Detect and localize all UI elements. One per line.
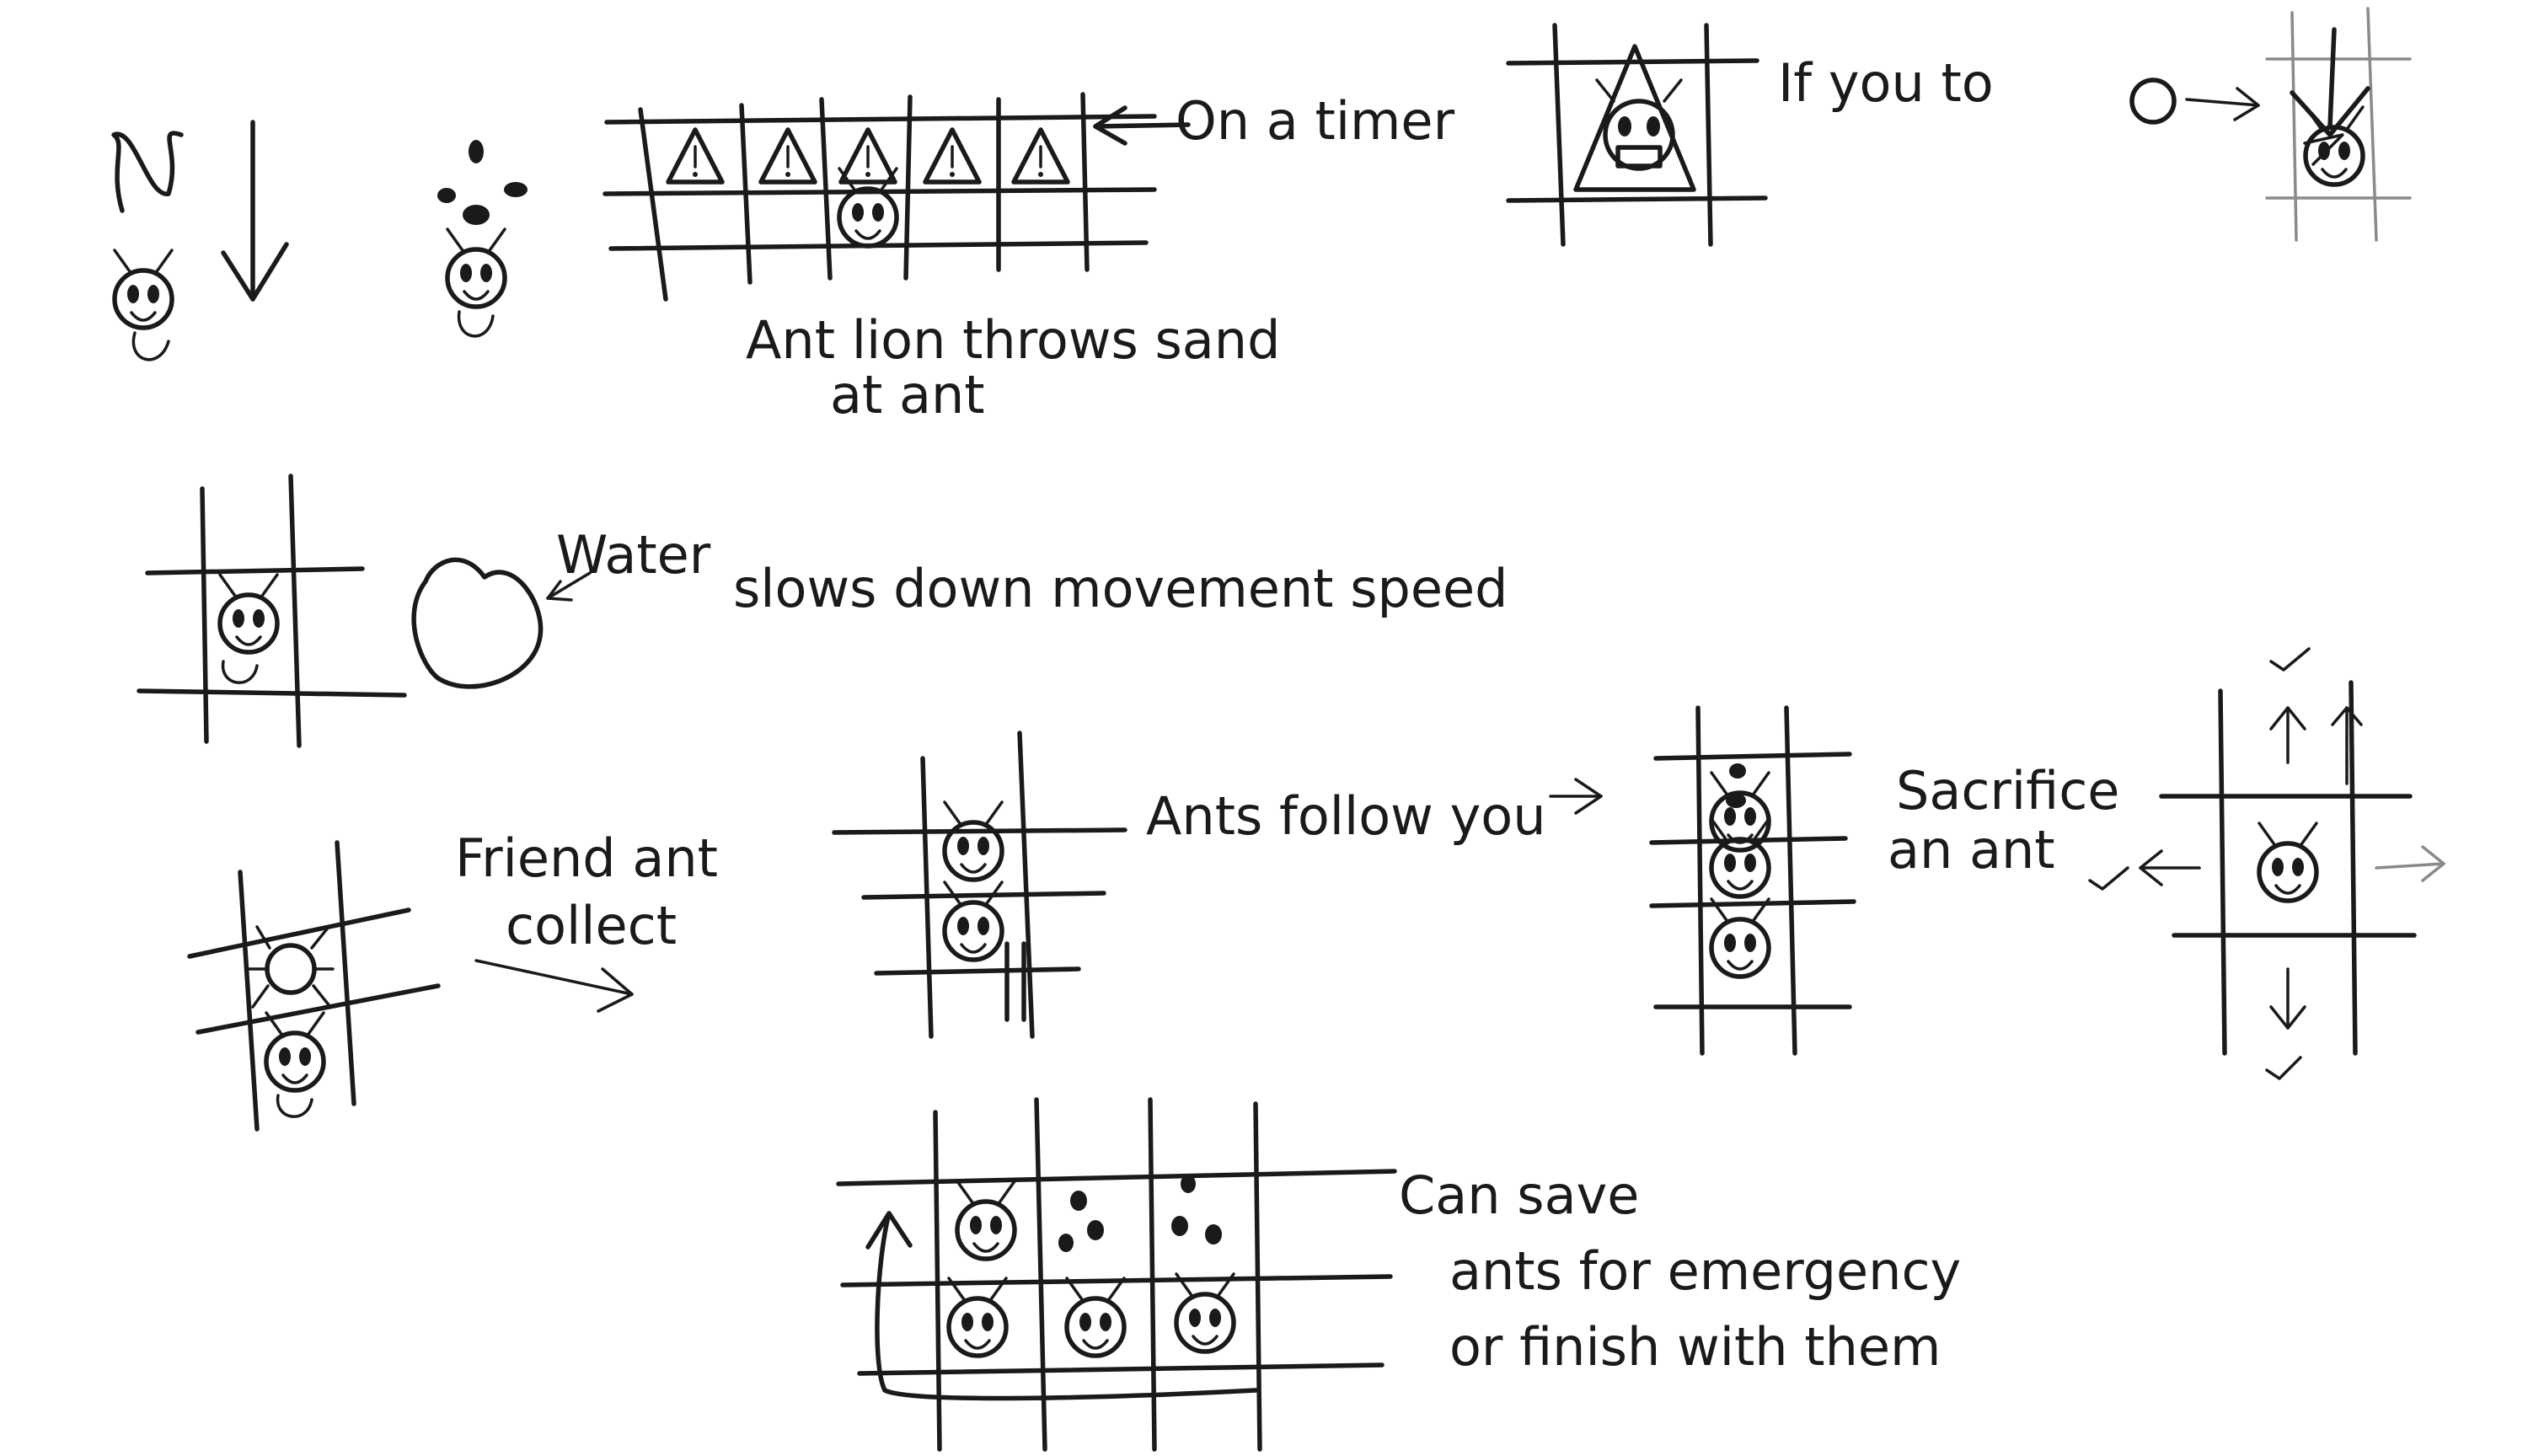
arrow-icon xyxy=(1549,778,1603,815)
save-note-line3: or finish with them xyxy=(1449,1316,1941,1378)
warning-grid-sketch xyxy=(603,92,1191,302)
direction-cross-sketch xyxy=(2088,647,2445,1080)
arrow-icon xyxy=(2375,845,2445,882)
ant-icon xyxy=(2306,107,2363,185)
warning-icon xyxy=(841,130,895,182)
ant-icon xyxy=(447,229,505,307)
ants-follow-cell-sketch xyxy=(832,731,1127,1039)
ant-icon xyxy=(2259,823,2316,901)
sand-icon xyxy=(437,140,528,225)
warning-icon xyxy=(668,130,722,182)
if-you-to-note: If you to xyxy=(1778,52,1994,114)
arrow-icon xyxy=(474,959,634,1013)
arrow-icon xyxy=(865,1211,1258,1401)
checkmark-icon xyxy=(2265,1056,2302,1080)
sand-icon xyxy=(1726,763,1746,808)
antlion-note-line2: at ant xyxy=(830,364,985,426)
collect-note: collect xyxy=(506,895,677,956)
ant-icon xyxy=(1176,1274,1234,1352)
antlion-note-line1: Ant lion throws sand xyxy=(746,309,1280,371)
ant-falling-sketch xyxy=(111,120,289,361)
ant-icon xyxy=(247,925,335,1009)
arrow-icon xyxy=(2331,706,2363,785)
arrow-icon xyxy=(2139,849,2201,886)
arrow-icon xyxy=(2269,967,2306,1030)
ants-follow-note: Ants follow you xyxy=(1146,785,1546,847)
sacrifice-column-sketch xyxy=(1649,705,1856,1056)
warning-icon xyxy=(925,130,979,182)
ant-icon xyxy=(949,1278,1006,1356)
warning-icon xyxy=(761,130,815,182)
ant-icon xyxy=(1711,819,1769,897)
ant-icon xyxy=(945,802,1002,880)
friend-ant-cell-sketch xyxy=(187,840,441,1132)
ant-icon xyxy=(957,1181,1015,1259)
ant-icon xyxy=(266,1013,324,1090)
save-note-line1: Can save xyxy=(1399,1164,1639,1226)
sacrifice-note-line2: an ant xyxy=(1888,819,2055,881)
ant-icon xyxy=(115,250,172,328)
warning-icon xyxy=(1014,130,1068,182)
on-timer-note: On a timer xyxy=(1176,90,1455,152)
sacrifice-note-line1: Sacrifice xyxy=(1896,760,2119,822)
slows-movement-note: slows down movement speed xyxy=(733,558,1508,619)
water-cell-sketch xyxy=(137,474,407,748)
water-blob-icon xyxy=(411,557,592,689)
checkmark-icon xyxy=(2088,866,2129,891)
friend-ant-note: Friend ant xyxy=(455,827,718,889)
sand-icon xyxy=(1058,1175,1222,1252)
arrow-icon xyxy=(2269,706,2306,764)
ant-icon xyxy=(1711,899,1769,977)
ant-in-sand-cell-sketch xyxy=(2265,7,2412,242)
ant-icon xyxy=(220,575,277,652)
circle-arrow-sketch xyxy=(2129,78,2260,125)
save-note-line2: ants for emergency xyxy=(1449,1240,1961,1302)
antlion-cell-sketch xyxy=(1506,23,1768,247)
save-ants-grid-sketch xyxy=(836,1097,1397,1452)
checkmark-icon xyxy=(2269,647,2311,672)
ant-icon xyxy=(1067,1278,1124,1356)
antlion-icon xyxy=(1573,44,1696,192)
ant-hit-by-sand-sketch xyxy=(437,140,528,338)
water-note: Water xyxy=(556,524,711,586)
